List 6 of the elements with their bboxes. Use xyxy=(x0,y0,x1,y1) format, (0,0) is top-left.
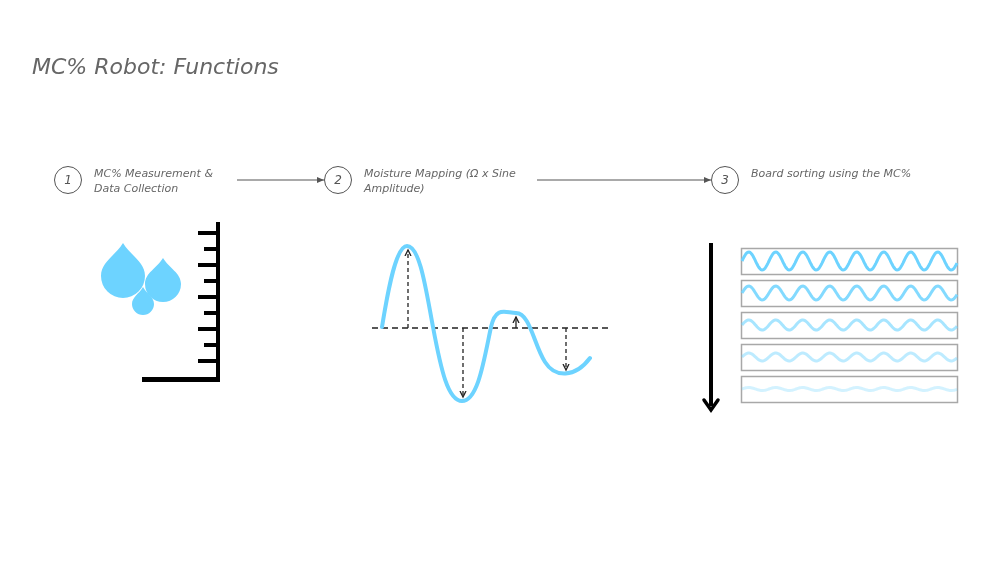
step-label: MC% Measurement & Data Collection xyxy=(94,166,214,196)
arrow xyxy=(236,177,325,183)
title: MC% Robot: Functions xyxy=(32,53,279,81)
step-label: Board sorting using the MC% xyxy=(751,166,912,181)
arrow xyxy=(536,177,712,183)
step-label: Moisture Mapping (Ω x Sine Amplitude) xyxy=(364,166,517,196)
